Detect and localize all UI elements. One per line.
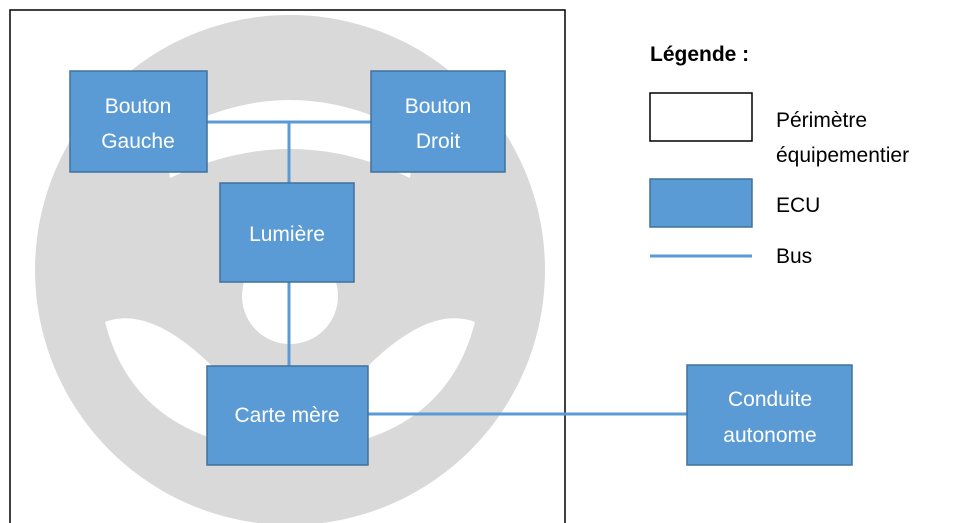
- lumiere-label: Lumière: [249, 223, 325, 246]
- legend: Légende : Périmètre équipementier ECU Bu…: [649, 43, 909, 268]
- bus-lines: [207, 120, 687, 416]
- bouton-gauche-line1: Bouton: [105, 95, 172, 118]
- bouton-droit-line2: Droit: [416, 130, 461, 153]
- supplier-perimeter: [9, 9, 566, 523]
- ecu-lumiere: Lumière: [219, 182, 355, 283]
- ecu-carte-mere: Carte mère: [206, 365, 369, 466]
- legend-ecu-swatch: [649, 178, 753, 228]
- ecu-bouton-droit: Bouton Droit: [370, 70, 506, 173]
- bouton-droit-line1: Bouton: [405, 95, 472, 118]
- conduite-autonome-line2: autonome: [723, 424, 816, 447]
- bouton-gauche-line2: Gauche: [101, 130, 175, 153]
- ecu-conduite-autonome: Conduite autonome: [686, 364, 853, 466]
- legend-ecu-label: ECU: [776, 194, 820, 217]
- ecu-bouton-gauche: Bouton Gauche: [69, 70, 208, 173]
- legend-bus-label: Bus: [776, 245, 812, 268]
- legend-perimeter-swatch: [649, 92, 753, 142]
- conduite-autonome-line1: Conduite: [728, 388, 812, 411]
- legend-perimeter-label-line2: équipementier: [776, 144, 909, 167]
- carte-mere-label: Carte mère: [234, 404, 339, 427]
- legend-perimeter-label-line1: Périmètre: [776, 109, 867, 132]
- legend-title: Légende :: [650, 43, 749, 66]
